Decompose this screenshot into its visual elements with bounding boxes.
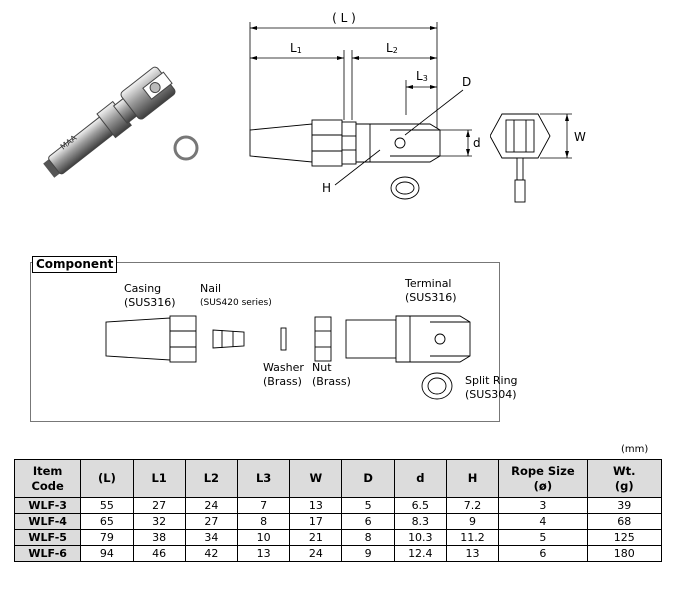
table-cell: 13 — [236, 545, 291, 562]
component-illustration — [105, 315, 471, 400]
dim-label-d: d — [473, 136, 480, 150]
table-header-cell: L3 — [236, 459, 291, 498]
table-cell: 24 — [289, 545, 343, 562]
table-cell: 10 — [236, 529, 291, 546]
nail-label: Nail (SUS420 series) — [200, 282, 272, 308]
table-cell: 5 — [498, 529, 588, 546]
dim-label-L: ( L ) — [332, 11, 356, 25]
table-header-cell: Rope Size(ø) — [498, 459, 588, 498]
casing-label: Casing (SUS316) — [124, 282, 176, 309]
dim-label-L3: L3 — [416, 69, 428, 83]
table-header-cell: H — [445, 459, 500, 498]
table-cell: 8.3 — [393, 513, 447, 530]
table-header-cell: L1 — [132, 459, 186, 498]
table-cell: 3 — [498, 497, 588, 514]
table-cell: 13 — [289, 497, 343, 514]
table-cell: 38 — [132, 529, 186, 546]
end-view-drawing: W — [490, 113, 586, 203]
unit-label: (mm) — [621, 444, 649, 455]
table-cell: 68 — [586, 513, 663, 530]
table-header-cell: d — [393, 459, 447, 498]
table-cell: 24 — [184, 497, 239, 514]
table-cell: 6 — [498, 545, 588, 562]
table-cell: 27 — [132, 497, 186, 514]
table-cell: 55 — [80, 497, 134, 514]
item-code-cell: WLF-6 — [13, 545, 82, 562]
table-cell: 10.3 — [393, 529, 447, 546]
table-cell: 180 — [586, 545, 663, 562]
table-cell: 7 — [236, 497, 291, 514]
table-header-cell: D — [341, 459, 395, 498]
dim-label-L1: L1 — [290, 41, 302, 55]
table-cell: 13 — [445, 545, 500, 562]
nut-label: Nut (Brass) — [312, 361, 351, 388]
table-cell: 39 — [586, 497, 663, 514]
table-cell: 27 — [184, 513, 239, 530]
table-cell: 17 — [289, 513, 343, 530]
dim-label-H: H — [322, 181, 331, 195]
table-cell: 79 — [80, 529, 134, 546]
table-cell: 9 — [445, 513, 500, 530]
item-code-cell: WLF-5 — [13, 529, 82, 546]
dimension-drawing: ( L ) L1 L2 L3 D d H — [249, 11, 480, 200]
casing-shape — [105, 317, 171, 361]
terminal-label: Terminal (SUS316) — [405, 277, 457, 304]
table-cell: 34 — [184, 529, 239, 546]
table-header-cell: Wt.(g) — [586, 459, 663, 498]
table-cell: 5 — [341, 497, 395, 514]
table-cell: 9 — [341, 545, 395, 562]
table-cell: 32 — [132, 513, 186, 530]
table-cell: 94 — [80, 545, 134, 562]
table-header-cell: W — [289, 459, 343, 498]
dim-label-W: W — [574, 130, 586, 144]
component-panel — [30, 262, 500, 422]
dim-label-D: D — [462, 75, 471, 89]
table-cell: 65 — [80, 513, 134, 530]
table-cell: 6.5 — [393, 497, 447, 514]
dim-label-L2: L2 — [386, 41, 398, 55]
table-header-cell: L2 — [184, 459, 239, 498]
product-photo: MAA — [43, 66, 199, 178]
component-heading: Component — [32, 256, 118, 273]
table-cell: 6 — [341, 513, 395, 530]
table-cell: 7.2 — [445, 497, 500, 514]
washer-label: Washer (Brass) — [263, 361, 304, 388]
table-cell: 8 — [236, 513, 291, 530]
table-cell: 46 — [132, 545, 186, 562]
split-ring-label: Split Ring (SUS304) — [465, 374, 518, 401]
table-cell: 11.2 — [445, 529, 500, 546]
table-cell: 4 — [498, 513, 588, 530]
table-cell: 21 — [289, 529, 343, 546]
table-cell: 12.4 — [393, 545, 447, 562]
table-cell: 125 — [586, 529, 663, 546]
table-cell: 42 — [184, 545, 239, 562]
item-code-cell: WLF-3 — [13, 497, 82, 514]
table-header-cell: (L) — [80, 459, 134, 498]
item-code-cell: WLF-4 — [13, 513, 82, 530]
table-cell: 8 — [341, 529, 395, 546]
